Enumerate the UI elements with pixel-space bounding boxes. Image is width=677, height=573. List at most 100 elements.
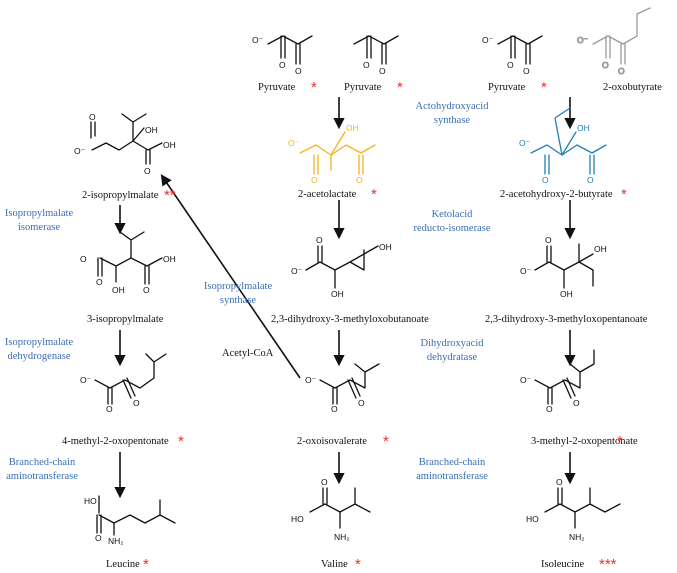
enzyme-actohydroxyacid-synthase-line2: synthase [434,115,471,126]
enzyme-isopropylmalate-synthase-line1: Isopropylmalate [204,281,273,292]
leucine-label: Leucine [106,559,140,570]
enzyme-actohydroxyacid-synthase-line1: Actohydroxyacid [416,101,490,112]
o-atom: O [573,398,580,408]
o-atom: O [80,254,87,264]
o-atom: O [545,235,552,245]
pyruvate-star-3: * [541,79,547,96]
o-atom: O [587,175,594,185]
o-atom: O [602,60,609,70]
acetohydroxybutyrate-structure: O⁻ OH O O [519,107,607,185]
o-minus-atom: O⁻ [74,146,85,156]
o-minus-atom: O⁻ [519,138,530,148]
o-atom: O [106,404,113,414]
o-atom: O [95,533,102,543]
isopropylmalate-3-structure: O O OH OH O [80,231,176,295]
enzyme-branched-chain-mid-line2: aminotransferase [416,471,488,482]
oxoisovalerate-star: * [383,433,389,450]
dihydroxy-butanoate-label: 2,3-dihydroxy-3-methyloxobutanoate [271,314,429,325]
o-minus-atom: O⁻ [80,375,91,385]
pyruvate-structure-3: O⁻ O O [482,35,543,76]
oxoisovalerate-structure: O⁻ O O [305,363,380,414]
acetyl-coa-label: Acetyl-CoA [222,348,274,359]
oh-atom: OH [163,140,176,150]
oxobutyrate-structure: O⁻ O O [577,7,651,77]
o-atom: O [618,66,625,76]
o-atom: O [379,66,386,76]
dihydroxy-pentanoate-structure: O⁻ O OH OH [520,235,607,299]
acetolactate-structure: O⁻ OH O O [288,123,376,185]
o-atom: O [363,60,370,70]
leucine-star: * [143,556,149,573]
pyruvate-label-2: Pyruvate [344,82,382,93]
ho-atom: HO [291,514,304,524]
oh-atom: OH [112,285,125,295]
pyruvate-star-2: * [397,79,403,96]
acetolactate-star: * [371,186,377,203]
oh-atom: OH [594,244,607,254]
oh-atom: OH [577,123,590,133]
enzyme-isopropylmalate-dehydrogenase-line1: Isopropylmalate [5,337,74,348]
enzyme-branched-chain-left-line1: Branched-chain [9,457,76,468]
o-atom: O [523,66,530,76]
o-atom: O [507,60,514,70]
ho-atom: HO [526,514,539,524]
o-minus-atom: O⁻ [288,138,299,148]
o-atom: O [133,398,140,408]
leucine-structure: HO O NH₂ [84,495,176,546]
pyruvate-structure-2: O O [353,35,399,76]
nh2-atom: NH₂ [108,536,124,546]
oh-atom: OH [145,125,158,135]
o-atom: O [358,398,365,408]
enzyme-isopropylmalate-dehydrogenase-line2: dehydrogenase [8,351,71,362]
valine-label: Valine [321,559,348,570]
dihydroxy-butanoate-structure: O⁻ O OH OH [291,235,392,299]
enzyme-ketolacid-reductoisomerase-line2: reducto-isomerase [414,223,491,234]
enzyme-dihydroxyacid-dehydratase-line1: Dihydroxyacid [421,338,485,349]
o-atom: O [311,175,318,185]
oh-atom: OH [331,289,344,299]
valine-star: * [355,556,361,573]
enzyme-isopropylmalate-isomerase-line1: Isopropylmalate [5,208,74,219]
o-atom: O [331,404,338,414]
methyl-oxopentonate-4-label: 4-methyl-2-oxopentonate [62,436,169,447]
isopropylmalate-2-star: ** [164,187,176,204]
methyl-oxopentonate-3-label: 3-methyl-2-oxopentonate [531,436,638,447]
o-minus-atom: O⁻ [577,35,588,45]
o-atom: O [295,66,302,76]
enzyme-branched-chain-left-line2: aminotransferase [6,471,78,482]
isoleucine-structure: HO O NH₂ [526,477,621,542]
pyruvate-star-1: * [311,79,317,96]
o-atom: O [556,477,563,487]
o-atom: O [279,60,286,70]
o-minus-atom: O⁻ [520,375,531,385]
methyl-oxopentonate-3-star: * [617,433,623,450]
pyruvate-label-3: Pyruvate [488,82,526,93]
acetohydroxybutyrate-star: * [621,186,627,203]
oxobutyrate-label: 2-oxobutyrate [603,82,662,93]
acetolactate-label: 2-acetolactate [298,189,357,200]
enzyme-branched-chain-mid-line1: Branched-chain [419,457,486,468]
o-minus-atom: O⁻ [291,266,302,276]
enzyme-ketolacid-reductoisomerase-line1: Ketolacid [432,209,474,220]
dihydroxy-pentanoate-label: 2,3-dihydroxy-3-methyloxopentanoate [485,314,648,325]
oh-atom: OH [560,289,573,299]
ho-atom: HO [84,496,97,506]
methyl-oxopentonate-4-structure: O⁻ O O [80,353,167,414]
enzyme-isopropylmalate-isomerase-line2: isomerase [18,222,60,233]
isoleucine-label: Isoleucine [541,559,584,570]
isopropylmalate-2-label: 2-isopropylmalate [82,190,159,201]
enzyme-dihydroxyacid-dehydratase-line2: dehydratase [427,352,477,363]
enzyme-isopropylmalate-synthase-line2: synthase [220,295,257,306]
oh-atom: OH [163,254,176,264]
pyruvate-label-1: Pyruvate [258,82,296,93]
pyruvate-structure-1: O⁻ O O [252,35,313,76]
nh2-atom: NH₂ [569,532,585,542]
oh-atom: OH [346,123,359,133]
o-atom: O [542,175,549,185]
methyl-oxopentonate-3-structure: O⁻ O O [520,349,595,414]
o-atom: O [144,166,151,176]
o-atom: O [546,404,553,414]
o-minus-atom: O⁻ [252,35,263,45]
arrow-oxoisovalerate-to-2ipm [160,174,301,379]
